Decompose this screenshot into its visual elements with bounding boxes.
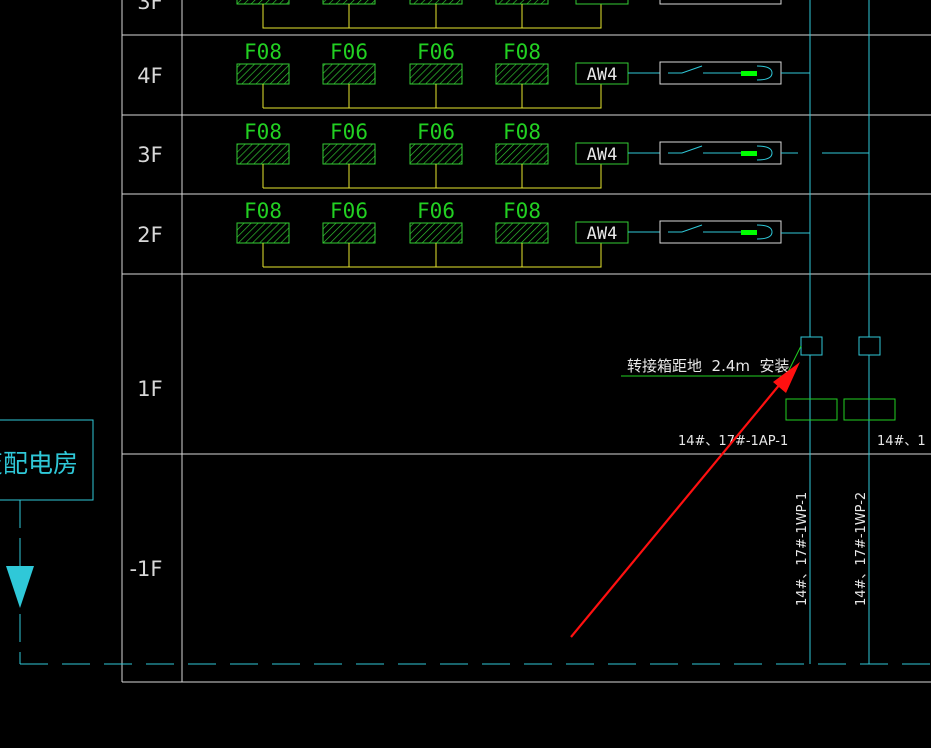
red-arrow-icon (570, 362, 800, 638)
switch-icon (668, 145, 773, 161)
floor-frame (121, 0, 931, 683)
lamp-fixture (236, 63, 290, 85)
transfer-box-note: 转接箱距地 2.4m 安装 (621, 345, 802, 377)
lamp-label: F06 (417, 199, 455, 223)
breaker-box (659, 220, 782, 244)
lamp-label: F06 (417, 40, 455, 64)
lamp-fixture (236, 143, 290, 165)
lamp-fixture (322, 63, 376, 85)
floor-label-3f: 3F (137, 143, 162, 167)
lamp-fixture (409, 143, 463, 165)
lamp-fixture (495, 143, 549, 165)
floor-label-4f: 4F (137, 64, 162, 88)
transfer-box-note-text: 转接箱距地 2.4m 安装 (627, 357, 790, 375)
lamp-fixture (322, 143, 376, 165)
partial-top-row (236, 0, 782, 29)
lamp-label: F08 (244, 40, 282, 64)
switch-icon (668, 224, 773, 240)
label-1wp1: 14#、17#-1WP-1 (795, 492, 810, 606)
row-bus (263, 164, 602, 189)
floor-labels: 3F 4F 3F 2F 1F -1F (129, 0, 162, 581)
label-1ap-right: 14#、1 (877, 434, 926, 449)
floor-label-top: 3F (137, 0, 162, 14)
lamp-label: F08 (503, 120, 541, 144)
switch-icon (668, 65, 773, 81)
lamp-label: F08 (503, 199, 541, 223)
floor-label-1f: 1F (137, 377, 162, 401)
arrow-down-icon (6, 566, 34, 608)
lamp-fixture (409, 222, 463, 244)
lamp-label: F06 (330, 120, 368, 144)
substation-box: 变配电房 (0, 419, 94, 608)
lamp-label: F08 (244, 199, 282, 223)
lamp-fixture (236, 222, 290, 244)
floor-label-b1: -1F (129, 557, 162, 581)
lamp-label: F08 (503, 40, 541, 64)
label-1wp2: 14#、17#-1WP-2 (854, 492, 869, 606)
lamp-label: F08 (244, 120, 282, 144)
lamp-label: F06 (330, 199, 368, 223)
riser-lines (19, 0, 931, 665)
row-bus (263, 84, 602, 109)
floor-label-2f: 2F (137, 223, 162, 247)
transfer-boxes (785, 336, 896, 421)
lamp-fixture (495, 63, 549, 85)
lamp-fixture (322, 222, 376, 244)
row-bus (263, 243, 602, 268)
lamp-label: F06 (417, 120, 455, 144)
distribution-box-label: AW4 (587, 65, 618, 85)
lamp-fixture (495, 222, 549, 244)
substation-label: 变配电房 (0, 449, 78, 478)
lamp-label: F06 (330, 40, 368, 64)
distribution-box-label: AW4 (587, 145, 618, 165)
distribution-box-label: AW4 (587, 224, 618, 244)
lamp-fixture (409, 63, 463, 85)
